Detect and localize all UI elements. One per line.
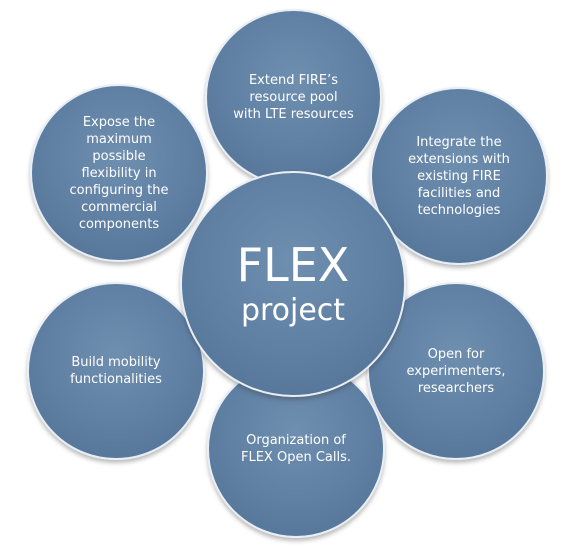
center-subtitle: project [240, 293, 346, 328]
goal-circle-integrate-extensions: Integrate the extensions with existing F… [370, 87, 548, 265]
goal-label-open-calls: Organization of FLEX Open Calls. [241, 433, 351, 465]
goal-label-open-for-experimenters: Open for experimenters, researchers [406, 346, 506, 396]
center-circle-flex-project: FLEX project [180, 171, 406, 397]
goal-label-extend-resource-pool: Extend FIRE’s resource pool with LTE res… [233, 73, 354, 122]
goal-circle-expose-flexibility: Expose the maximum possible flexibility … [30, 84, 208, 262]
goal-label-build-mobility: Build mobility functionalities [70, 355, 162, 387]
goal-label-expose-flexibility: Expose the maximum possible flexibility … [69, 114, 169, 232]
goal-circle-build-mobility: Build mobility functionalities [27, 282, 205, 460]
center-title: FLEX [236, 238, 350, 292]
goal-circle-extend-resource-pool: Extend FIRE’s resource pool with LTE res… [205, 9, 382, 186]
goal-label-integrate-extensions: Integrate the extensions with existing F… [408, 134, 510, 218]
